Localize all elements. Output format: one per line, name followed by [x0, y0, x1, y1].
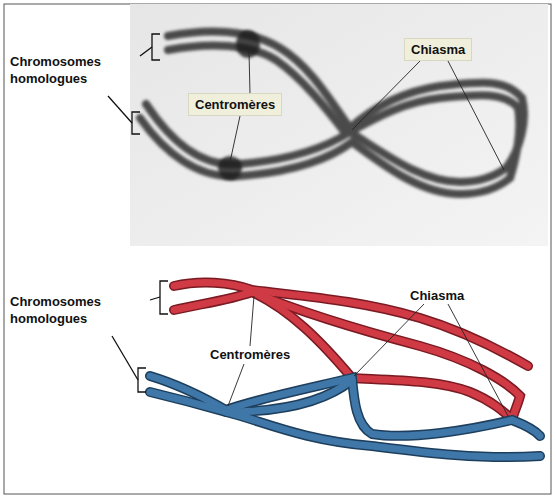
leader-line: [150, 297, 160, 300]
centromere: [236, 30, 260, 58]
part-label: Chiasma: [410, 287, 500, 304]
leader-line: [249, 52, 250, 94]
leader-line: [352, 61, 420, 130]
label-box: Centromères: [188, 93, 282, 116]
leader-line: [250, 296, 254, 346]
bracket: [138, 368, 146, 392]
part-label: Chromosomes homologues: [10, 53, 110, 87]
leader-line: [354, 304, 424, 376]
part-label: Chromosomes homologues: [10, 293, 110, 327]
label-text: Centromères: [195, 96, 275, 113]
leader-line: [108, 96, 132, 123]
micrograph-background: [130, 4, 548, 246]
leader-line: [228, 364, 244, 406]
centromere: [218, 156, 242, 180]
bracket: [152, 34, 160, 60]
brackets: [108, 34, 168, 392]
leader-line: [448, 61, 504, 170]
leader-line: [140, 47, 152, 56]
chromatid: [510, 108, 519, 178]
micrograph-chromosomes: [140, 32, 524, 194]
blue-chromosome: [150, 376, 540, 457]
bracket: [132, 112, 140, 134]
chromatid: [140, 118, 510, 194]
bracket: [160, 281, 168, 314]
part-label: Centromères: [210, 346, 320, 363]
leader-line: [448, 304, 508, 416]
leader-line: [230, 116, 240, 162]
label-text: Chiasma: [411, 41, 465, 58]
label-box: Chiasma: [404, 38, 472, 61]
leader-line: [112, 336, 138, 380]
frame: [4, 4, 551, 494]
